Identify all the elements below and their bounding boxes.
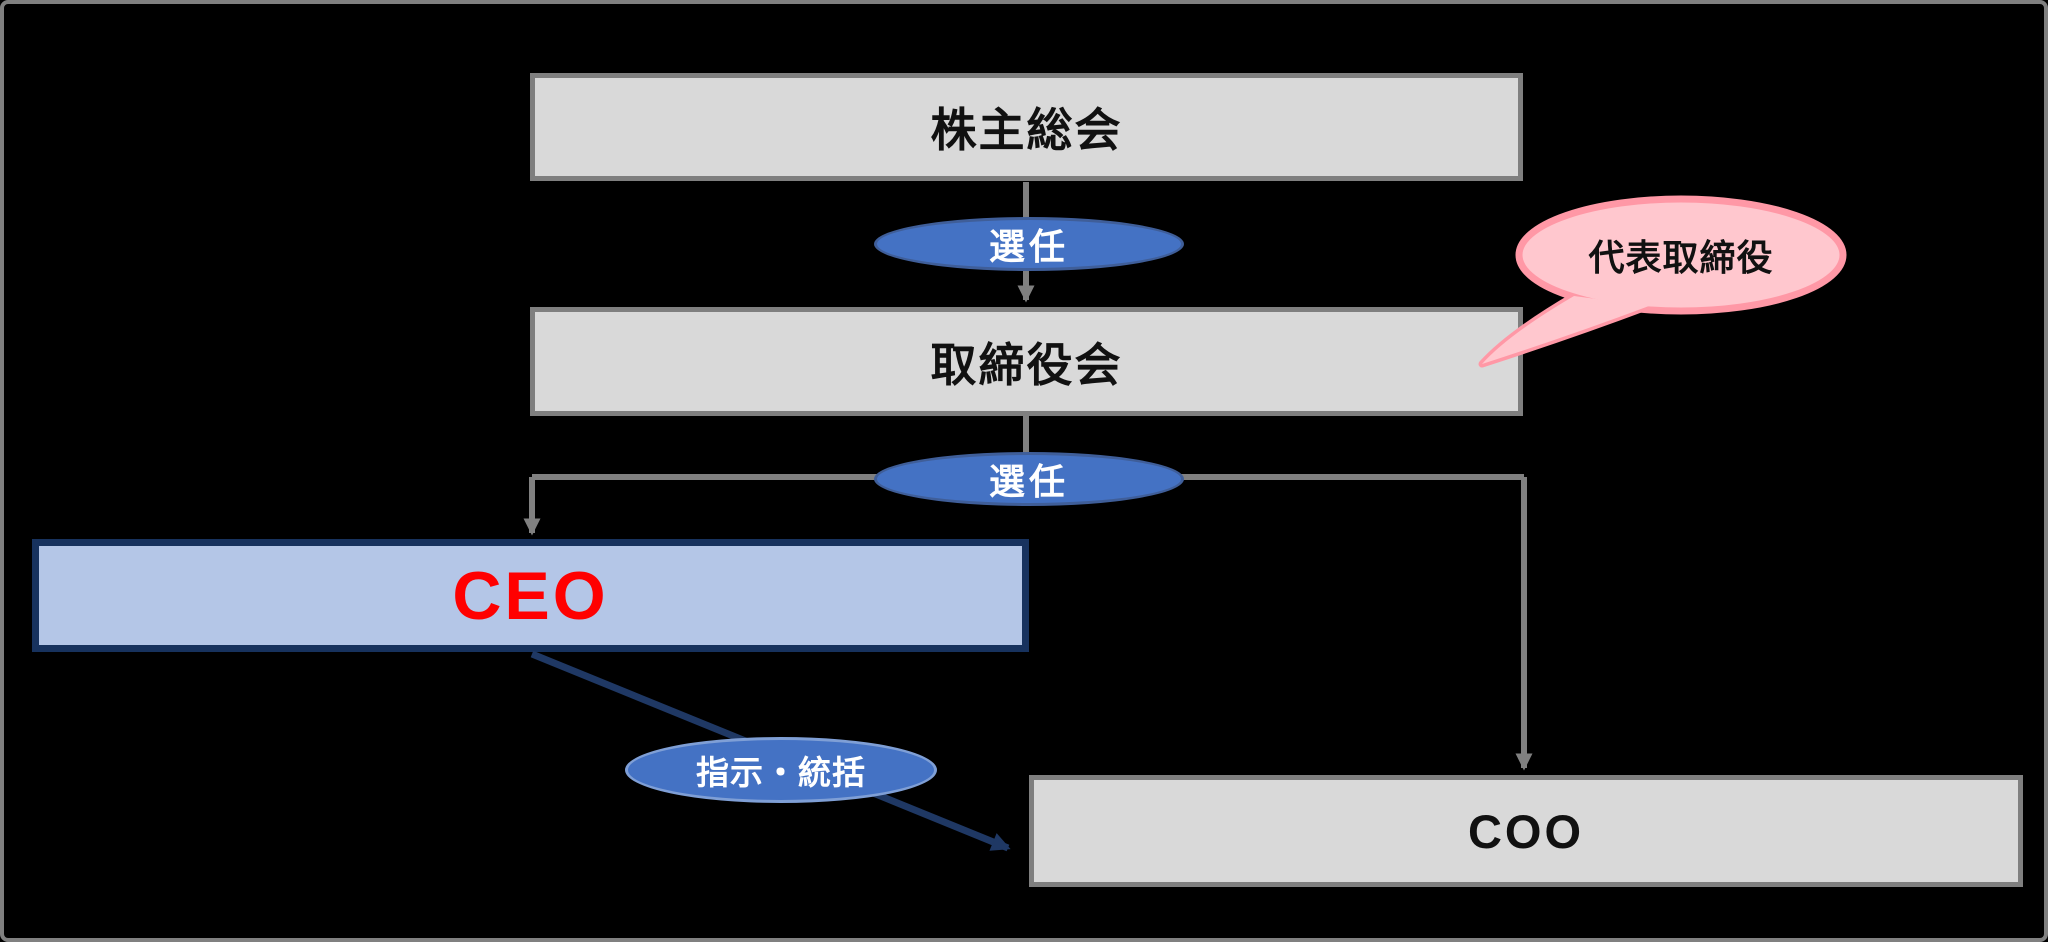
ceo-label: CEO [452,557,609,634]
appointment-oval-2-label: 選任 [988,461,1069,502]
direction-supervision-oval: 指示・統括 [625,737,937,803]
direction-supervision-label: 指示・統括 [696,754,866,791]
coo-label: COO [1467,804,1585,858]
board-of-directors-label: 取締役会 [930,338,1123,391]
ceo-box: CEO [32,539,1029,652]
appointment-oval-2: 選任 [874,452,1184,506]
coo-box: COO [1029,775,2023,887]
shareholders-meeting-label: 株主総会 [930,104,1123,156]
appointment-oval-1: 選任 [874,217,1184,271]
appointment-oval-1-label: 選任 [988,226,1069,267]
board-of-directors-box: 取締役会 [530,307,1523,416]
representative-director-label: 代表取締役 [1588,237,1774,278]
shareholders-meeting-box: 株主総会 [530,73,1523,181]
